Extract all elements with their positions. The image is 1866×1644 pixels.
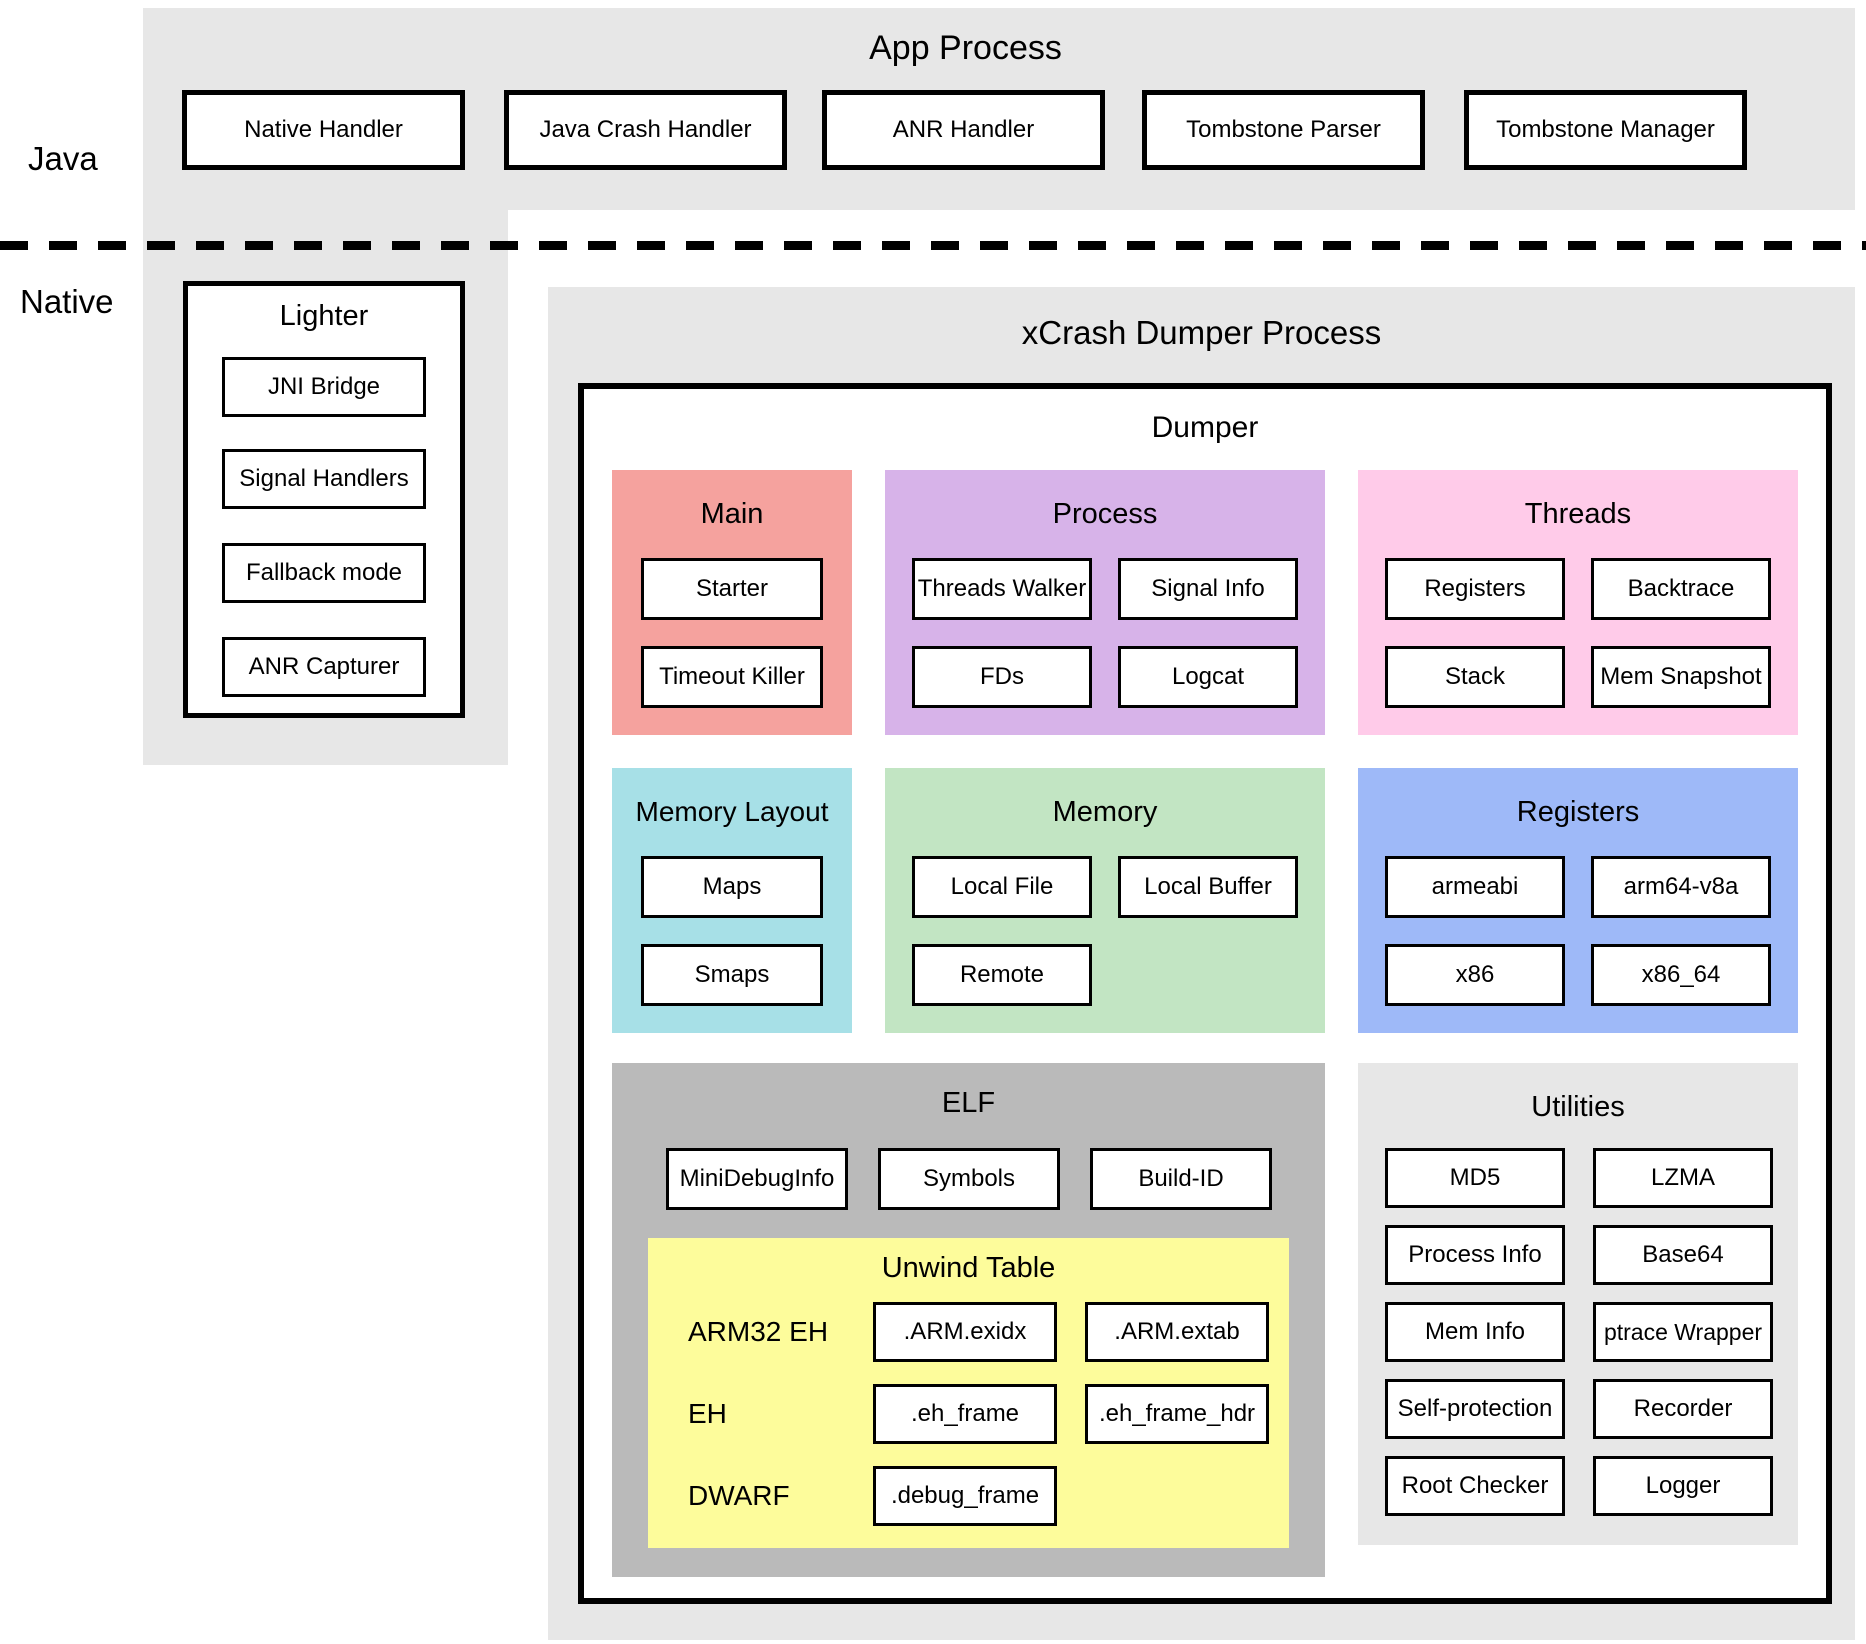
unwind-table: Unwind Table ARM32 EH .ARM.exidx .ARM.ex… bbox=[648, 1238, 1289, 1548]
section-threads: Threads Registers Backtrace Stack Mem Sn… bbox=[1358, 470, 1798, 735]
box-signal-info: Signal Info bbox=[1118, 558, 1298, 620]
box-minidebuginfo: MiniDebugInfo bbox=[666, 1148, 848, 1210]
app-box-tombstone-manager: Tombstone Manager bbox=[1464, 90, 1747, 170]
app-box-native-handler: Native Handler bbox=[182, 90, 465, 170]
box-logger: Logger bbox=[1593, 1456, 1773, 1516]
lighter-box-signal-handlers: Signal Handlers bbox=[222, 449, 426, 509]
section-utilities: Utilities MD5 LZMA Process Info Base64 M… bbox=[1358, 1063, 1798, 1545]
box-timeout-killer: Timeout Killer bbox=[641, 646, 823, 708]
dumper-box: Dumper Main Starter Timeout Killer Proce… bbox=[578, 383, 1832, 1604]
box-threads-walker: Threads Walker bbox=[912, 558, 1092, 620]
box-recorder: Recorder bbox=[1593, 1379, 1773, 1439]
box-md5: MD5 bbox=[1385, 1148, 1565, 1208]
box-x86: x86 bbox=[1385, 944, 1565, 1006]
label-dwarf: DWARF bbox=[688, 1480, 790, 1511]
box-logcat: Logcat bbox=[1118, 646, 1298, 708]
box-build-id: Build-ID bbox=[1090, 1148, 1272, 1210]
section-main: Main Starter Timeout Killer bbox=[612, 470, 852, 735]
app-box-anr-handler: ANR Handler bbox=[822, 90, 1105, 170]
unwind-table-title: Unwind Table bbox=[881, 1252, 1056, 1284]
box-x86-64: x86_64 bbox=[1591, 944, 1771, 1006]
app-process-region: App Process Native Handler Java Crash Ha… bbox=[143, 8, 1855, 210]
box-symbols: Symbols bbox=[878, 1148, 1060, 1210]
box-ptrace-wrapper: ptrace Wrapper bbox=[1593, 1302, 1773, 1362]
box-smaps: Smaps bbox=[641, 944, 823, 1006]
box-arm64-v8a: arm64-v8a bbox=[1591, 856, 1771, 918]
box-eh-frame: .eh_frame bbox=[873, 1384, 1057, 1444]
section-utilities-title: Utilities bbox=[1531, 1091, 1625, 1123]
app-box-java-crash-handler: Java Crash Handler bbox=[504, 90, 787, 170]
box-root-checker: Root Checker bbox=[1385, 1456, 1565, 1516]
lighter-box-anr-capturer: ANR Capturer bbox=[222, 637, 426, 697]
box-fds: FDs bbox=[912, 646, 1092, 708]
section-process-title: Process bbox=[1052, 498, 1158, 530]
lighter-box-jni-bridge: JNI Bridge bbox=[222, 357, 426, 417]
box-eh-frame-hdr: .eh_frame_hdr bbox=[1085, 1384, 1269, 1444]
section-elf-title: ELF bbox=[941, 1087, 996, 1119]
box-maps: Maps bbox=[641, 856, 823, 918]
box-local-file: Local File bbox=[912, 856, 1092, 918]
label-arm32-eh: ARM32 EH bbox=[688, 1316, 829, 1347]
xcrash-dumper-region: xCrash Dumper Process Dumper Main Starte… bbox=[548, 287, 1855, 1640]
section-threads-title: Threads bbox=[1524, 498, 1632, 530]
section-main-title: Main bbox=[700, 498, 764, 530]
section-memory: Memory Local File Local Buffer Remote bbox=[885, 768, 1325, 1033]
xcrash-dumper-title: xCrash Dumper Process bbox=[1021, 314, 1382, 351]
box-mem-info: Mem Info bbox=[1385, 1302, 1565, 1362]
section-elf: ELF MiniDebugInfo Symbols Build-ID Unwin… bbox=[612, 1063, 1325, 1577]
lighter-title: Lighter bbox=[279, 300, 369, 332]
box-local-buffer: Local Buffer bbox=[1118, 856, 1298, 918]
box-self-protection: Self-protection bbox=[1385, 1379, 1565, 1439]
section-process: Process Threads Walker Signal Info FDs L… bbox=[885, 470, 1325, 735]
box-process-info: Process Info bbox=[1385, 1225, 1565, 1285]
java-label: Java bbox=[28, 140, 98, 177]
dumper-title: Dumper bbox=[1151, 411, 1259, 444]
section-registers-title: Registers bbox=[1516, 796, 1640, 828]
label-eh: EH bbox=[688, 1398, 727, 1429]
box-armeabi: armeabi bbox=[1385, 856, 1565, 918]
box-arm-extab: .ARM.extab bbox=[1085, 1302, 1269, 1362]
app-process-title: App Process bbox=[869, 29, 1062, 67]
box-stack: Stack bbox=[1385, 646, 1565, 708]
lighter-box-fallback-mode: Fallback mode bbox=[222, 543, 426, 603]
section-memory-layout: Memory Layout Maps Smaps bbox=[612, 768, 852, 1033]
box-lzma: LZMA bbox=[1593, 1148, 1773, 1208]
section-memory-layout-title: Memory Layout bbox=[635, 796, 829, 827]
box-base64: Base64 bbox=[1593, 1225, 1773, 1285]
native-label: Native bbox=[20, 283, 114, 320]
box-backtrace: Backtrace bbox=[1591, 558, 1771, 620]
box-remote: Remote bbox=[912, 944, 1092, 1006]
box-arm-exidx: .ARM.exidx bbox=[873, 1302, 1057, 1362]
box-debug-frame: .debug_frame bbox=[873, 1466, 1057, 1526]
section-memory-title: Memory bbox=[1052, 796, 1158, 828]
box-starter: Starter bbox=[641, 558, 823, 620]
app-box-tombstone-parser: Tombstone Parser bbox=[1142, 90, 1425, 170]
java-native-divider bbox=[0, 241, 1866, 250]
lighter-box: Lighter JNI Bridge Signal Handlers Fallb… bbox=[183, 281, 465, 718]
box-mem-snapshot: Mem Snapshot bbox=[1591, 646, 1771, 708]
section-registers: Registers armeabi arm64-v8a x86 x86_64 bbox=[1358, 768, 1798, 1033]
box-registers: Registers bbox=[1385, 558, 1565, 620]
